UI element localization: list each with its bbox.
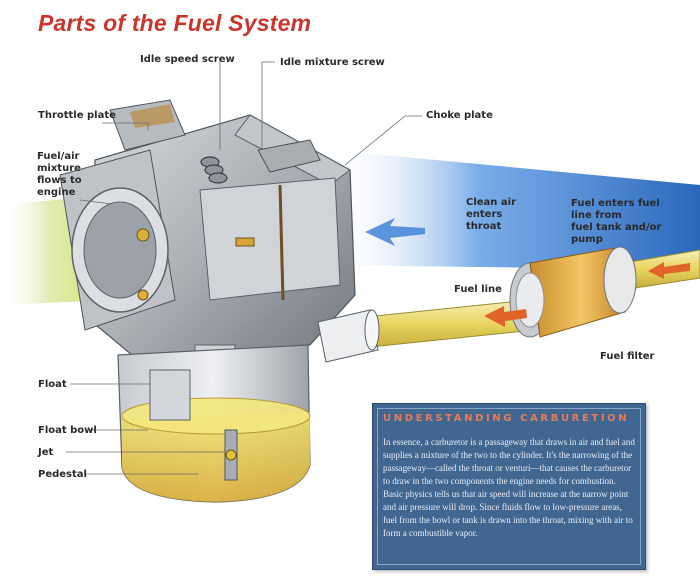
label-idle-mixture-screw: Idle mixture screw <box>280 57 385 68</box>
label-choke-plate: Choke plate <box>426 110 493 121</box>
label-fuel-filter: Fuel filter <box>600 351 655 362</box>
label-throttle-plate: Throttle plate <box>38 110 116 121</box>
fuel-line-tube <box>354 299 536 349</box>
fuel-flow-arrow <box>484 306 527 327</box>
label-float: Float <box>38 379 67 390</box>
label-idle-speed-screw: Idle speed screw <box>140 54 235 65</box>
label-jet: Jet <box>38 447 54 458</box>
clean-air-stream <box>330 150 700 270</box>
inlet-flow-arrow <box>648 262 690 279</box>
page-title: Parts of the Fuel System <box>38 10 312 36</box>
air-flow-arrow <box>365 218 425 246</box>
label-clean-air: Clean air enters throat <box>466 197 517 232</box>
label-fuel-enters: Fuel enters fuel line from fuel tank and… <box>571 198 662 245</box>
label-float-bowl: Float bowl <box>38 425 97 436</box>
info-box-frame <box>377 408 641 565</box>
label-fuel-line: Fuel line <box>454 284 502 295</box>
info-box: Understanding Carburetion In essence, a … <box>372 403 646 570</box>
info-heading: Understanding Carburetion <box>383 413 630 424</box>
label-fuel-air-mixture: Fuel/air mixture flows to engine <box>37 151 82 198</box>
float-bowl-graphic <box>117 344 311 503</box>
info-body-text: In essence, a carburetor is a passageway… <box>383 437 635 538</box>
label-pedestal: Pedestal <box>38 469 87 480</box>
